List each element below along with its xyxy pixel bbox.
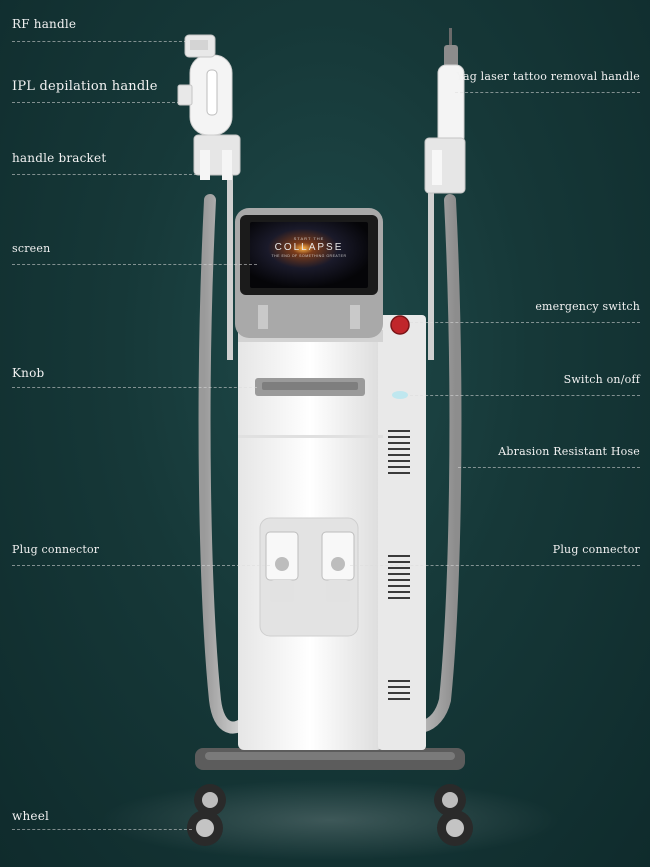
vents xyxy=(388,430,410,700)
label-yag-handle: Yag laser tattoo removal handle xyxy=(456,70,640,83)
leader-emergency xyxy=(410,322,640,323)
right-pole xyxy=(428,150,434,360)
label-wheel: wheel xyxy=(12,809,50,823)
leader-screen xyxy=(12,264,257,265)
leader-rf-handle xyxy=(12,41,187,42)
ipl-handle-icon xyxy=(177,54,233,136)
side-body xyxy=(378,315,426,750)
leader-handle-bracket xyxy=(12,174,197,175)
screen-display xyxy=(250,222,368,288)
screen-text: START THE COLLAPSE THE END OF SOMETHING … xyxy=(254,236,364,258)
leader-plug-left xyxy=(12,565,270,566)
label-ipl-handle: IPL depilation handle xyxy=(12,79,158,94)
leader-hose xyxy=(458,467,640,468)
label-screen: screen xyxy=(12,242,51,255)
label-rf-handle: RF handle xyxy=(12,17,77,31)
plug-left-icon xyxy=(265,531,299,581)
screen-text-line1: START THE xyxy=(293,236,325,241)
wheel-icon xyxy=(187,784,473,846)
leader-ipl-handle xyxy=(12,102,180,103)
handle-bracket-icon xyxy=(193,134,241,180)
yag-handle-icon xyxy=(424,28,466,194)
label-hose: Abrasion Resistant Hose xyxy=(498,445,640,458)
power-switch-icon xyxy=(392,391,408,399)
screen-text-line2: COLLAPSE xyxy=(274,242,344,253)
left-pole xyxy=(227,170,233,360)
screen-text-line3: THE END OF SOMETHING GREATER xyxy=(271,254,347,258)
emergency-switch-icon xyxy=(390,315,410,335)
leader-yag-handle xyxy=(455,92,640,93)
leader-switch xyxy=(410,395,640,396)
label-emergency-switch: emergency switch xyxy=(535,300,640,313)
plug-right-icon xyxy=(321,531,355,581)
label-handle-bracket: handle bracket xyxy=(12,151,107,165)
floor-shadow xyxy=(100,780,560,860)
rf-handle-icon xyxy=(184,34,216,58)
leader-knob xyxy=(12,387,257,388)
label-plug-connector-right: Plug connector xyxy=(552,543,640,556)
label-knob: Knob xyxy=(12,366,45,380)
leader-plug-right xyxy=(350,565,640,566)
leader-wheel xyxy=(12,829,192,830)
label-switch-on-off: Switch on/off xyxy=(563,373,640,386)
label-plug-connector-left: Plug connector xyxy=(12,543,100,556)
